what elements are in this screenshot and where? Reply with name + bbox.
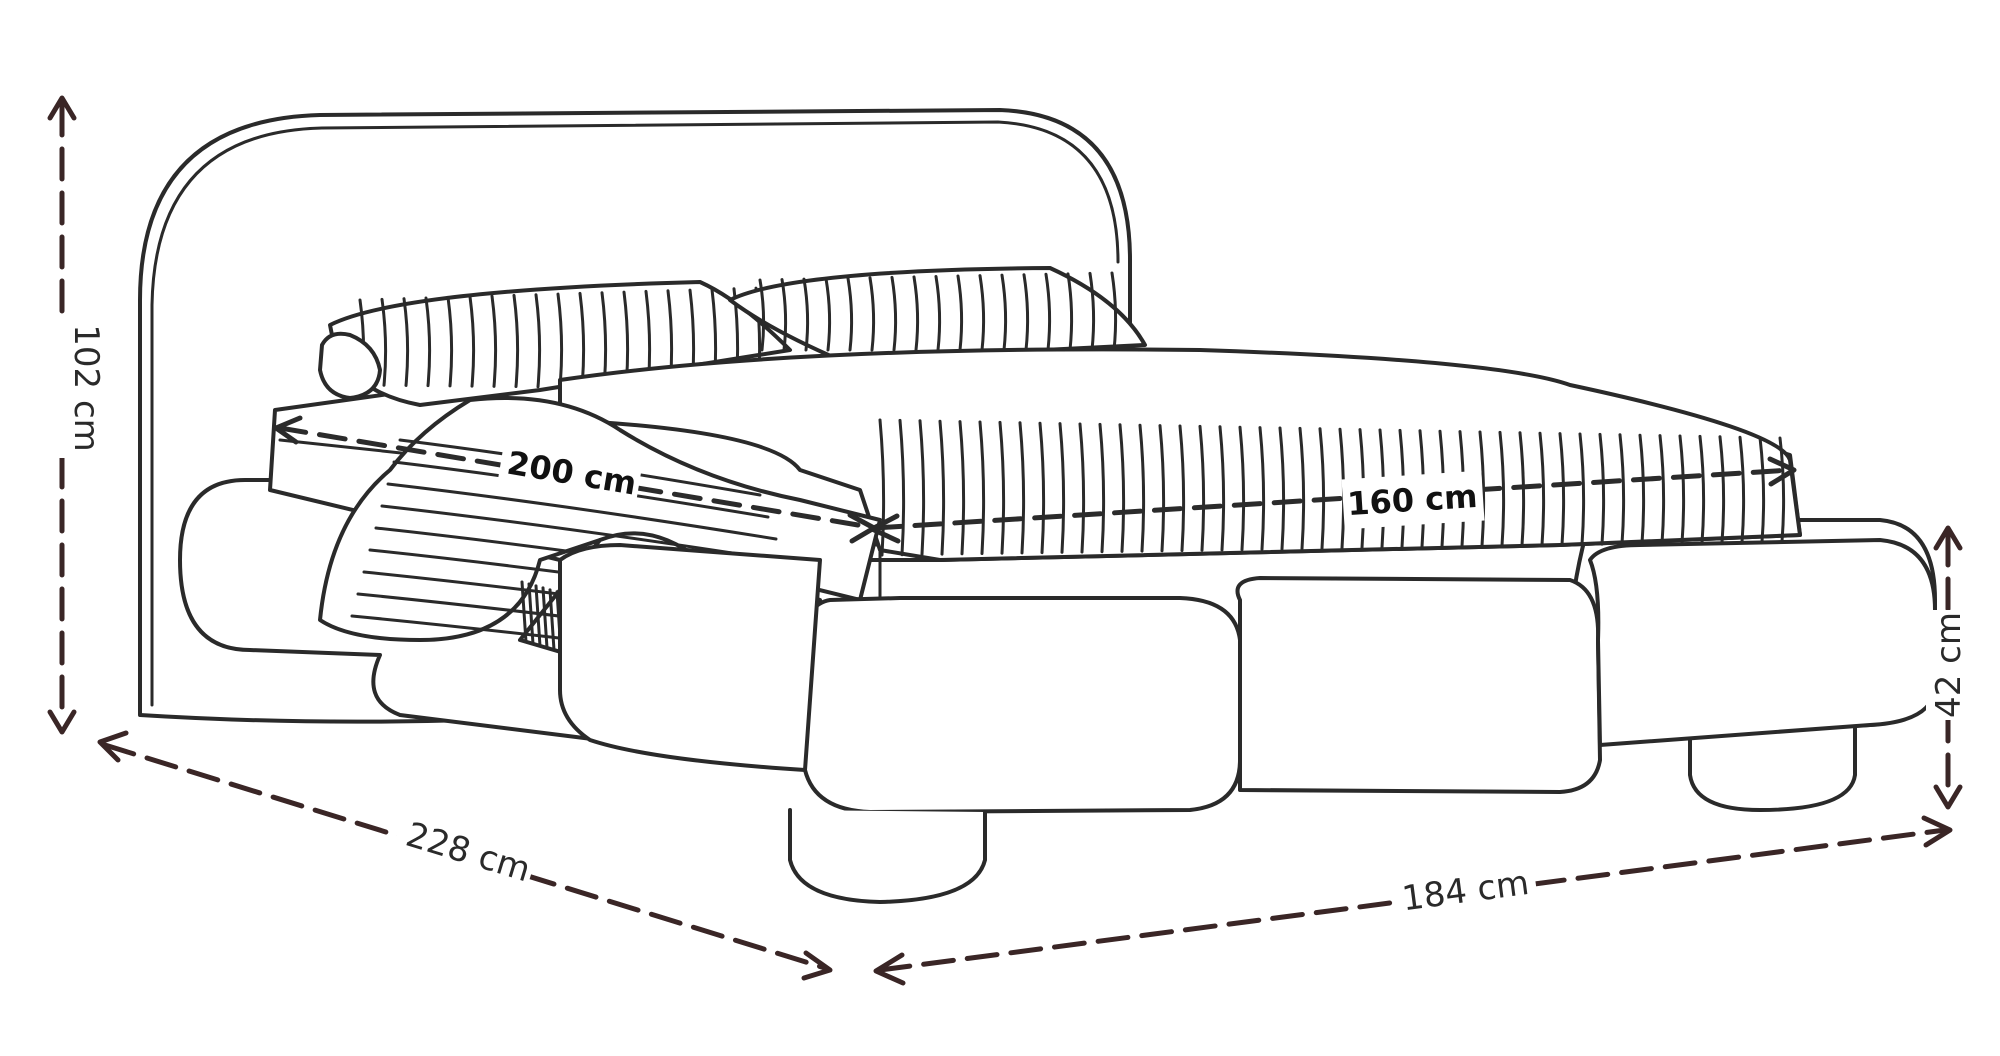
stripe-line bbox=[468, 295, 476, 388]
stripe-line bbox=[1058, 422, 1066, 554]
stripe-line bbox=[1678, 434, 1686, 545]
stripe-line bbox=[1258, 426, 1266, 551]
stripe-line bbox=[1078, 422, 1086, 554]
fringe-strand bbox=[548, 588, 556, 652]
stripe-line bbox=[1110, 271, 1118, 352]
stripe-line bbox=[878, 418, 886, 557]
stripe-line bbox=[512, 293, 520, 389]
throw-stripe bbox=[386, 482, 778, 541]
height-arrow-bottom bbox=[47, 709, 77, 735]
stripe-line bbox=[934, 274, 942, 352]
stripe-line bbox=[978, 420, 986, 555]
bed-leg-back bbox=[1688, 723, 1857, 812]
bed-front-cushion-left bbox=[798, 596, 1242, 814]
stripe-line bbox=[1098, 422, 1106, 554]
bed-front-cushion-right bbox=[1588, 538, 1937, 747]
dimension-length: 228 cm bbox=[97, 730, 833, 981]
stripe-line bbox=[1066, 272, 1074, 352]
stripe-line bbox=[1218, 425, 1226, 552]
length-arrow-left bbox=[97, 730, 129, 763]
stripe-line bbox=[846, 276, 854, 352]
bed-leg-front bbox=[788, 808, 987, 904]
height-label: 102 cm bbox=[66, 324, 106, 452]
seat-height-arrow-top bbox=[1933, 525, 1963, 551]
stripe-line bbox=[446, 295, 454, 388]
stripe-line bbox=[1000, 273, 1008, 352]
fringe-strand bbox=[541, 586, 549, 650]
stripe-line bbox=[938, 419, 946, 556]
stripe-line bbox=[1718, 435, 1726, 544]
stripe-line bbox=[402, 297, 410, 387]
stripe-line bbox=[1638, 433, 1646, 546]
stripe-line bbox=[824, 277, 832, 352]
mattress-width-arrow-right bbox=[1767, 456, 1797, 487]
fringe-strand bbox=[520, 580, 528, 644]
stripe-line bbox=[898, 418, 906, 557]
stripe-line bbox=[802, 277, 810, 352]
stripe-line bbox=[1578, 432, 1586, 546]
duvet bbox=[558, 347, 1802, 562]
width-arrow-left bbox=[873, 952, 906, 986]
stripe-line bbox=[1758, 436, 1766, 544]
stripe-line bbox=[534, 293, 542, 389]
stripe-line bbox=[1538, 431, 1546, 547]
stripe-line bbox=[1778, 436, 1786, 543]
stripe-line bbox=[1178, 424, 1186, 552]
stripe-line bbox=[1138, 423, 1146, 553]
length-arrow-right bbox=[801, 950, 833, 981]
stripe-line bbox=[1658, 434, 1666, 545]
dimension-seat-height: 42 cm bbox=[1926, 525, 1970, 810]
mattress-width-label: 160 cm bbox=[1346, 477, 1478, 523]
stripe-line bbox=[1044, 272, 1052, 352]
dimension-mattress-width: 160 cm bbox=[869, 456, 1797, 544]
stripe-line bbox=[1738, 435, 1746, 544]
stripe-line bbox=[1598, 432, 1606, 546]
stripe-line bbox=[1118, 423, 1126, 553]
mattress-width-arrow-left bbox=[869, 513, 901, 544]
stripe-line bbox=[1498, 430, 1506, 548]
fringe-strand bbox=[527, 582, 535, 646]
stripe-line bbox=[868, 276, 876, 352]
stripe-line bbox=[1558, 432, 1566, 547]
pillow-right bbox=[728, 266, 1147, 362]
stripe-line bbox=[556, 292, 564, 389]
mattress-width-dimension-line bbox=[872, 467, 1793, 531]
stripe-line bbox=[1038, 421, 1046, 555]
dimension-height: 102 cm bbox=[40, 95, 106, 735]
stripe-line bbox=[1278, 426, 1286, 551]
stripe-line bbox=[424, 296, 432, 388]
stripe-line bbox=[758, 278, 766, 352]
stripe-line bbox=[1022, 273, 1030, 352]
stripe-line bbox=[890, 275, 898, 352]
stripe-line bbox=[1198, 424, 1206, 552]
stripe-line bbox=[918, 419, 926, 556]
seat-height-arrow-bottom bbox=[1933, 784, 1963, 810]
width-arrow-right bbox=[1921, 815, 1953, 848]
seat-height-label: 42 cm bbox=[1929, 612, 1969, 718]
bed-front-cushion-middle bbox=[1235, 576, 1602, 794]
stripe-line bbox=[956, 274, 964, 352]
pillow-roll bbox=[318, 331, 382, 400]
mattress-length-arrow-left bbox=[273, 415, 303, 445]
stripe-line bbox=[380, 297, 388, 387]
stripe-line bbox=[1298, 426, 1306, 551]
dimension-width: 184 cm bbox=[873, 815, 1953, 986]
stripe-line bbox=[978, 274, 986, 352]
stripe-line bbox=[490, 294, 498, 388]
stripe-line bbox=[1088, 271, 1096, 352]
stripe-line bbox=[958, 420, 966, 556]
stripe-line bbox=[780, 278, 788, 352]
stripe-line bbox=[1318, 427, 1326, 550]
stripe-line bbox=[1698, 434, 1706, 545]
bed-side-cushion-mid bbox=[558, 543, 822, 772]
stripe-line bbox=[1618, 433, 1626, 546]
stripe-line bbox=[1018, 421, 1026, 555]
fringe-strand bbox=[534, 584, 542, 648]
stripe-line bbox=[1158, 424, 1166, 553]
stripe-line bbox=[912, 275, 920, 352]
stripe-line bbox=[1238, 425, 1246, 552]
height-arrow-top bbox=[47, 95, 77, 121]
stripe-line bbox=[998, 420, 1006, 555]
